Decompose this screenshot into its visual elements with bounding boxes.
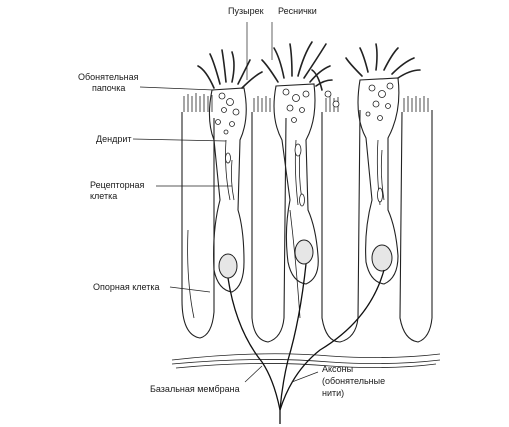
- label-axons-line2: (обонятельные: [322, 376, 385, 386]
- label-axons-line1: Аксоны: [322, 364, 353, 374]
- label-dendrite: Дендрит: [96, 134, 131, 144]
- label-support-cell: Опорная клетка: [93, 282, 160, 292]
- basal-membrane: [171, 353, 441, 369]
- label-olfactory-knob-line2: папочка: [92, 83, 125, 93]
- leader-lines: [132, 22, 319, 383]
- label-receptor-cell-line2: клетка: [90, 191, 117, 201]
- label-cilia: Реснички: [278, 6, 317, 16]
- support-cells: [181, 109, 433, 343]
- label-basal-membrane: Базальная мембрана: [150, 384, 240, 394]
- axons: [227, 263, 385, 424]
- label-olfactory-knob-line1: Обонятельная: [78, 72, 139, 82]
- label-vesicle: Пузырек: [228, 6, 264, 16]
- cilia: [197, 41, 421, 91]
- receptor-cells: [208, 77, 400, 293]
- label-receptor-cell-line1: Рецепторная: [90, 180, 145, 190]
- nuclei: [218, 239, 393, 279]
- label-axons-line3: нити): [322, 388, 344, 398]
- vesicles: [215, 82, 394, 135]
- microvilli: [183, 93, 429, 112]
